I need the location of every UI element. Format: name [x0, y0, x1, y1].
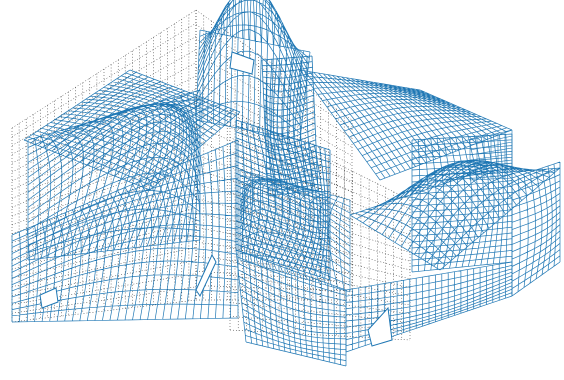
central-inner-panel — [239, 169, 351, 293]
door-opening-left — [39, 287, 59, 309]
center-front-face — [235, 249, 347, 367]
roof-opening-top — [229, 51, 255, 75]
left-front-face — [11, 139, 239, 323]
core-wall-b — [261, 55, 319, 197]
window-opening-left — [195, 253, 217, 298]
left-roof-slab — [23, 69, 241, 191]
right-top-block-face — [469, 129, 513, 181]
undeformed-mid-wall — [229, 109, 411, 341]
right-end-face — [511, 161, 561, 297]
right-roof-slab — [299, 69, 513, 181]
back-roof-slab — [195, 0, 311, 141]
deformed-mesh-group — [11, 0, 561, 367]
right-wing-roof — [349, 160, 561, 271]
window-opening-right — [367, 306, 393, 347]
